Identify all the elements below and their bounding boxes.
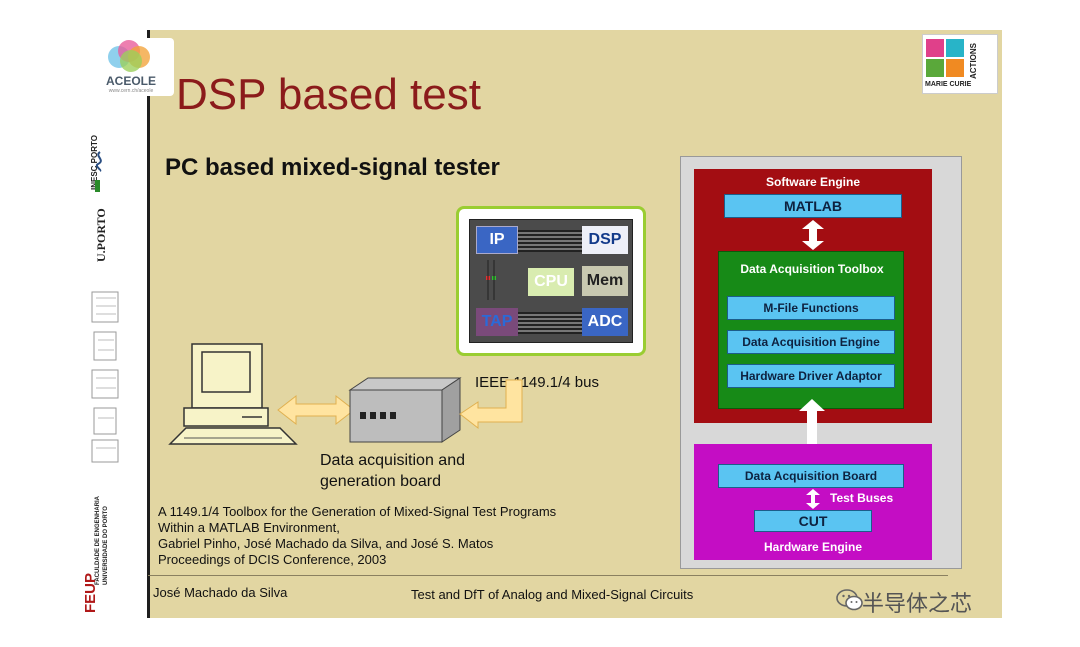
reference-citation: A 1149.1/4 Toolbox for the Generation of… (158, 504, 556, 568)
test-buses-label: Test Buses (830, 491, 894, 505)
aceole-logo: ACEOLE www.cern.ch/aceole (88, 38, 174, 96)
architecture-diagram: Software Engine MATLAB Data Acquisition … (680, 156, 962, 569)
cut-box: CUT (754, 510, 872, 532)
footer-divider (148, 575, 948, 576)
chip-illustration: IP DSP CPU Mem TAP ADC (456, 206, 646, 356)
toolbox-label: Data Acquisition Toolbox (740, 262, 884, 276)
hardware-engine-label: Hardware Engine (763, 540, 863, 554)
chip-block-adc: ADC (582, 308, 628, 336)
chip-bus-lines-top (510, 230, 582, 252)
reference-line: Gabriel Pinho, José Machado da Silva, an… (158, 536, 494, 551)
slide-subtitle: PC based mixed-signal tester (165, 154, 500, 181)
chip-block-mem: Mem (582, 266, 628, 296)
pc-monitor-icon (168, 343, 298, 445)
chip-block-cpu: CPU (528, 268, 574, 296)
mc-tile-orange (946, 59, 964, 77)
feup-logo-text: FEUP (82, 572, 99, 613)
daq-caption-line1: Data acquisition and (320, 452, 465, 469)
mfile-functions-box: M-File Functions (727, 296, 895, 320)
daq-box-icon (348, 377, 462, 443)
marie-curie-logo: MARIE CURIE ACTIONS (922, 34, 998, 94)
reference-line: Within a MATLAB Environment, (158, 520, 340, 535)
hardware-engine-block: Data Acquisition Board Test Buses CUT Ha… (694, 444, 932, 560)
footer-author: José Machado da Silva (153, 585, 288, 600)
reference-line: Proceedings of DCIS Conference, 2003 (158, 552, 387, 567)
chip-block-dsp: DSP (582, 226, 628, 254)
aceole-circles-icon (108, 40, 152, 72)
building-illustration-icon (91, 291, 119, 463)
mc-tile-pink (926, 39, 944, 57)
chip-tap-pins-icon (486, 260, 496, 300)
actions-text: ACTIONS (969, 43, 978, 79)
bus-arrow-icon (459, 379, 523, 430)
daq-caption: Data acquisition and generation board (320, 450, 465, 492)
chip-die: IP DSP CPU Mem TAP ADC (469, 219, 633, 343)
mc-tile-green (926, 59, 944, 77)
daq-board-box: Data Acquisition Board (718, 464, 904, 488)
matlab-toolbox-arrow-icon (802, 220, 824, 250)
software-engine-label: Software Engine (765, 175, 860, 189)
pc-and-daq-illustration (168, 343, 523, 445)
aceole-url: www.cern.ch/aceole (108, 88, 154, 94)
sidebar: INESC PORTO U.PORTO FACULDADE DE ENGENHA… (80, 30, 150, 618)
feup-full-name: FACULDADE DE ENGENHARIA UNIVERSIDADE DO … (95, 496, 109, 585)
matlab-box: MATLAB (724, 194, 902, 218)
daq-caption-line2: generation board (320, 473, 441, 490)
inesc-green-bar (95, 180, 100, 192)
inesc-swirl-icon (95, 151, 102, 172)
slide-title: DSP based test (176, 70, 481, 119)
aceole-name: ACEOLE (105, 74, 156, 88)
reference-line: A 1149.1/4 Toolbox for the Generation of… (158, 504, 557, 519)
footer-course: Test and DfT of Analog and Mixed-Signal … (411, 587, 694, 602)
hw-driver-adaptor-box: Hardware Driver Adaptor (727, 364, 895, 388)
watermark-text: 半导体之芯 (862, 592, 973, 617)
test-buses-arrow-icon (806, 489, 820, 509)
chip-block-ip: IP (476, 226, 518, 254)
uporto-logo-text: U.PORTO (94, 208, 108, 262)
chip-block-tap: TAP (476, 308, 518, 336)
mc-tile-cyan (946, 39, 964, 57)
wechat-icon (836, 589, 863, 611)
data-acquisition-toolbox: Data Acquisition Toolbox M-File Function… (718, 251, 904, 409)
daq-engine-box: Data Acquisition Engine (727, 330, 895, 354)
marie-curie-text: MARIE CURIE (925, 81, 972, 88)
software-engine-block: Software Engine MATLAB Data Acquisition … (694, 169, 932, 423)
software-hardware-arrow-icon (799, 399, 825, 461)
chip-bus-lines-bottom (510, 312, 582, 334)
bidirectional-arrow-icon (277, 394, 355, 426)
slide: INESC PORTO U.PORTO FACULDADE DE ENGENHA… (80, 30, 1002, 618)
